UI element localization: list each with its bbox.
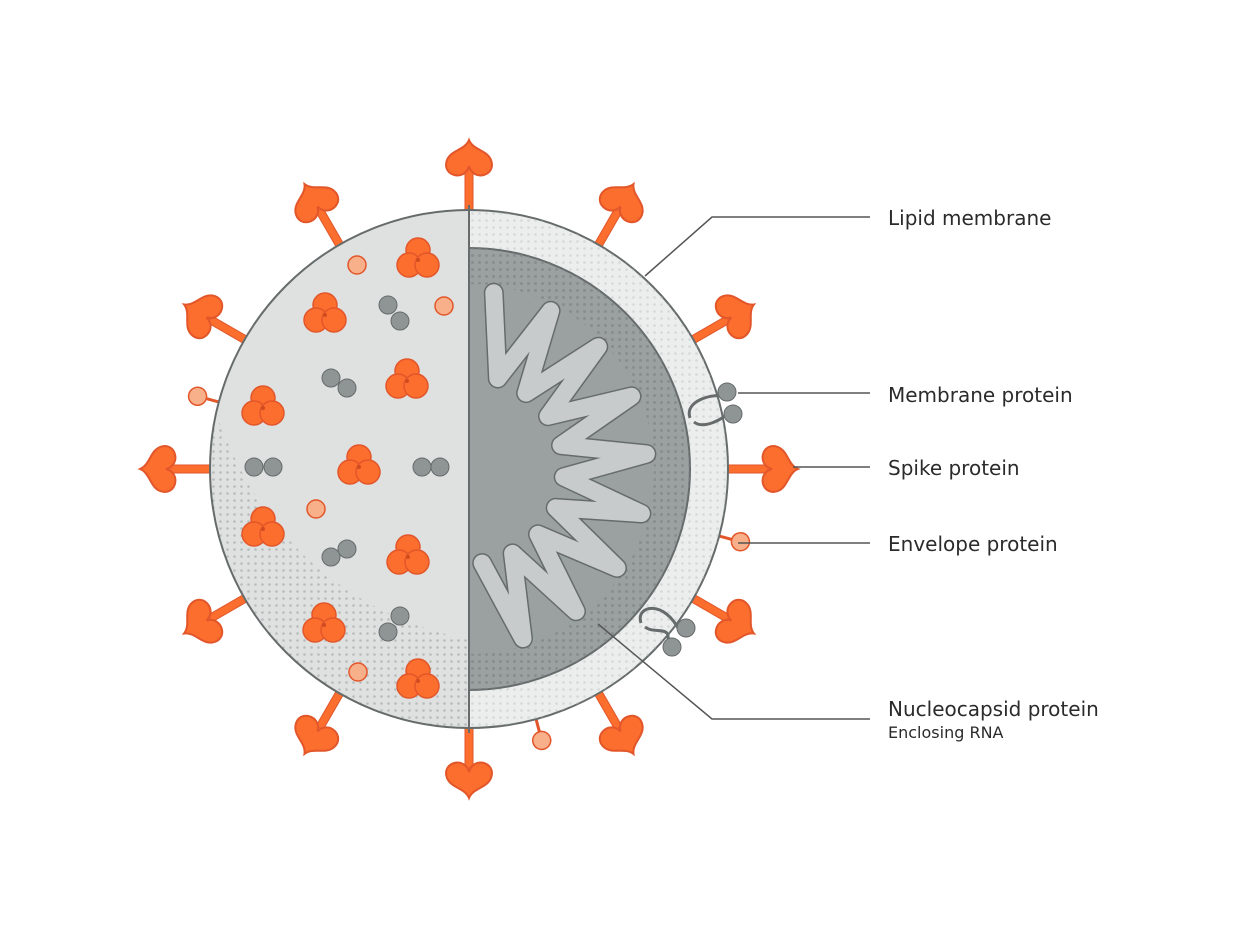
spike-protein-top (396, 237, 440, 278)
membrane-protein (638, 606, 696, 657)
envelope-protein (531, 712, 552, 751)
membrane-protein-top (378, 295, 410, 331)
leader-lines (597, 216, 870, 720)
spike-protein-top (241, 385, 285, 426)
label-lipid-membrane: Lipid membrane (888, 206, 1052, 230)
spike-protein (294, 181, 347, 253)
label-enclosing-rna: Enclosing RNA (888, 723, 1004, 742)
leader-lipid-membrane (644, 216, 870, 277)
envelope-protein-top (306, 499, 326, 519)
spike-protein (591, 685, 644, 757)
envelope-protein-top (434, 296, 454, 316)
label-spike-protein: Spike protein (888, 456, 1020, 480)
spike-protein-top (337, 444, 381, 485)
label-envelope-protein: Envelope protein (888, 532, 1058, 556)
spike-proteins (137, 137, 801, 801)
envelope-protein-top (348, 662, 368, 682)
spike-protein-top (241, 506, 285, 547)
surface-protein-clusters (241, 237, 454, 699)
spike-protein (181, 294, 253, 347)
label-membrane-protein: Membrane protein (888, 383, 1073, 407)
spike-protein-top (385, 358, 429, 399)
membrane-protein-top (244, 457, 283, 477)
membrane-protein-top (378, 606, 410, 642)
membrane-protein (687, 382, 743, 427)
spike-protein-top (303, 292, 347, 333)
spike-protein-top (302, 602, 346, 643)
spike-protein-top (386, 534, 430, 575)
spike-protein (721, 445, 801, 493)
spike-protein (445, 721, 493, 801)
spike-protein (445, 137, 493, 217)
spike-protein (685, 294, 757, 347)
membrane-protein-top (321, 539, 357, 567)
spike-protein (137, 445, 217, 493)
membrane-protein-top (412, 457, 450, 477)
nucleocapsid-rna (472, 282, 657, 649)
rna-strand (473, 284, 655, 648)
label-nucleocapsid-protein: Nucleocapsid protein (888, 697, 1099, 721)
envelope-protein-top (347, 255, 367, 275)
spike-protein-top (396, 658, 440, 699)
membrane-protein-top (321, 368, 357, 398)
membrane-proteins (638, 382, 743, 657)
spike-protein (591, 181, 644, 253)
spike-protein (294, 685, 347, 757)
envelope-proteins (187, 386, 751, 751)
leader-nucleocapsid-protein (597, 623, 870, 720)
